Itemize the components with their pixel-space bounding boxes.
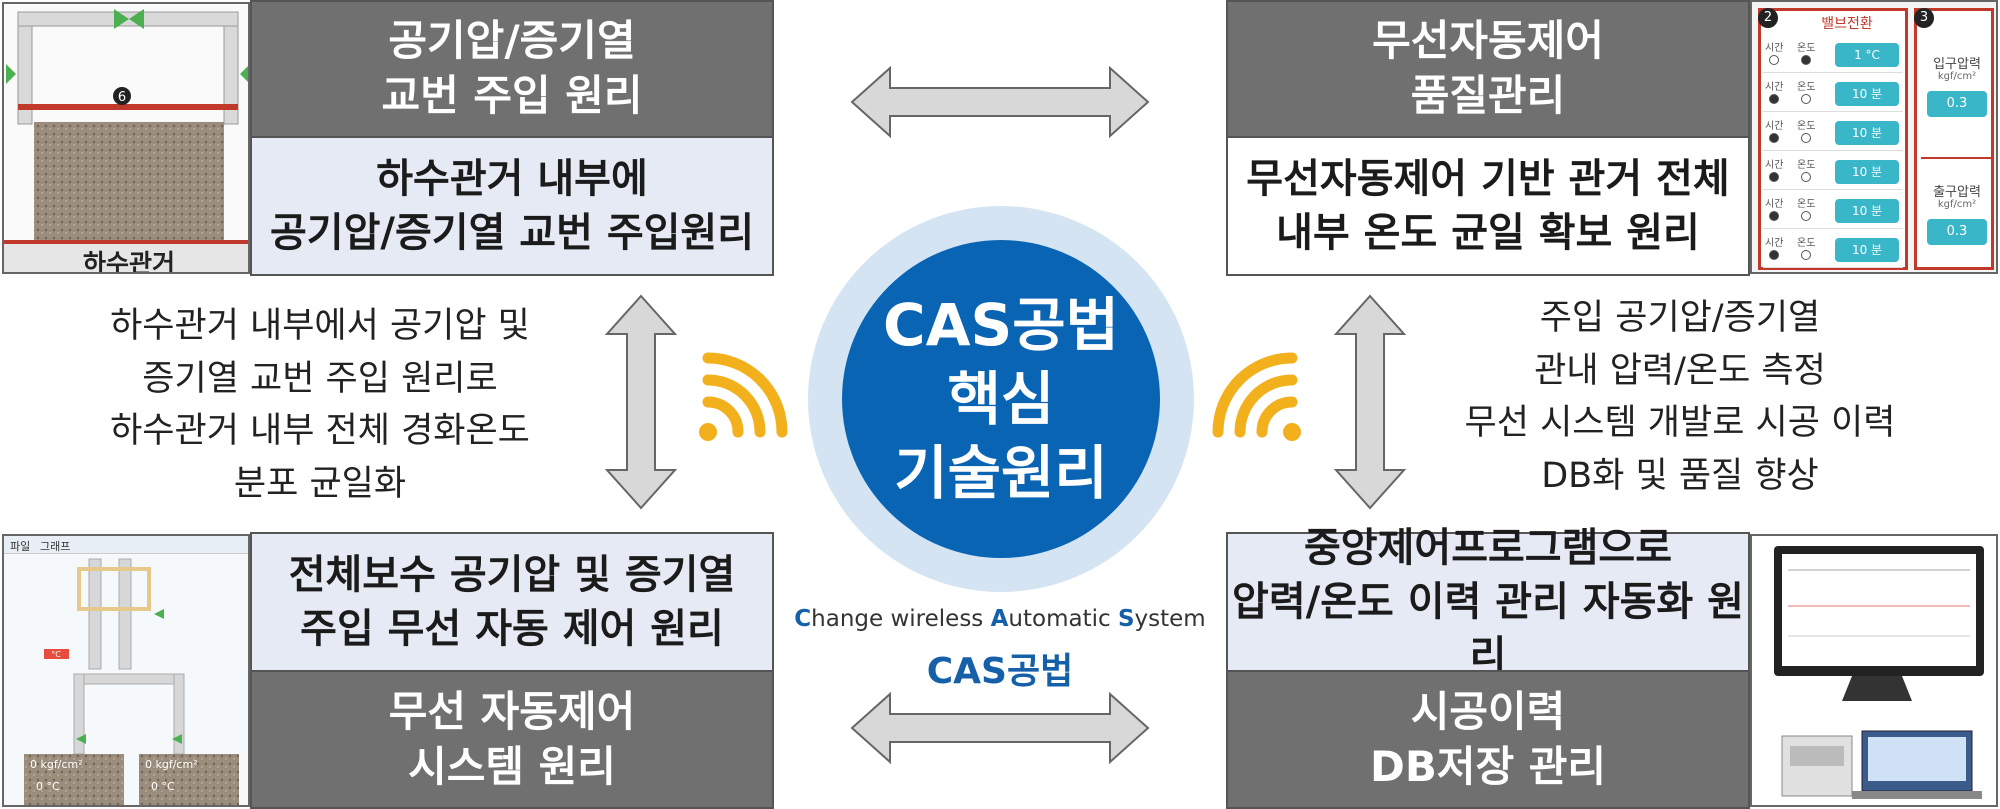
image-label: 하수관거 xyxy=(82,249,175,274)
panel-title: 밸브전환 xyxy=(1821,16,1873,32)
bottom-left-header: 전체보수 공기압 및 증기열 주입 무선 자동 제어 원리 xyxy=(250,532,774,672)
bottom-right-header: 중앙제어프로그램으로 압력/온도 이력 관리 자동화 원리 xyxy=(1226,525,1750,679)
top-right-body: 무선자동제어 기반 관거 전체 내부 온도 균일 확보 원리 xyxy=(1226,136,1750,276)
time-radio[interactable] xyxy=(1769,55,1779,65)
valve-switch-row: 시간 온도 10 분 xyxy=(1763,232,1903,268)
right-description: 주입 공기압/증기열 관내 압력/온도 측정 무선 시스템 개발로 시공 이력 … xyxy=(1464,298,1896,496)
menu-file: 파일 xyxy=(10,540,31,553)
temperature-option-label: 온도 xyxy=(1797,82,1816,93)
left-double-arrow xyxy=(604,294,678,510)
right-temperature-reading: 0 °C xyxy=(151,780,175,793)
monitor-server-image xyxy=(1750,534,1998,807)
setting-value-button[interactable]: 10 분 xyxy=(1835,238,1899,262)
temperature-option-label: 온도 xyxy=(1797,199,1816,210)
top-double-arrow xyxy=(850,65,1150,139)
right-double-arrow xyxy=(1333,294,1407,510)
valve-switch-row: 시간 온도 10 분 xyxy=(1763,115,1903,151)
inlet-pressure-value: 0.3 xyxy=(1927,91,1987,117)
full-name-rest-2: utomatic xyxy=(1008,606,1118,632)
temperature-radio[interactable] xyxy=(1801,172,1811,182)
valve-icon xyxy=(114,9,144,29)
valve-switch-row: 시간 온도 1 °C xyxy=(1763,37,1903,73)
wireless-screen-image: 파일 그래프 °C 0 kgf/cm² 0 °C 0 kgf/cm² 0 °C xyxy=(2,534,250,807)
time-option-label: 시간 xyxy=(1765,82,1784,93)
full-name-rest-1: hange wireless xyxy=(811,606,991,632)
sewer-pipe-illustration: 6 xyxy=(4,4,248,272)
inlet-pressure-label: 입구압력 xyxy=(1933,57,1981,72)
center-title: CAS공법 핵심 기술원리 xyxy=(842,240,1160,558)
pressure-panel: 3 입구압력 kgf/cm² 0.3 출구압력 kgf/cm² 0.3 xyxy=(1914,8,1994,270)
top-right-header: 무선자동제어 품질관리 xyxy=(1226,0,1750,138)
top-left-header: 공기압/증기열 교번 주입 원리 xyxy=(250,0,774,138)
panel-number-badge: 2 xyxy=(1758,8,1778,28)
outlet-unit: kgf/cm² xyxy=(1937,199,1977,210)
outlet-pressure-value: 0.3 xyxy=(1927,219,1987,245)
setting-value-button[interactable]: 10 분 xyxy=(1835,160,1899,184)
time-radio[interactable] xyxy=(1769,172,1779,182)
valve-switch-row: 시간 온도 10 분 xyxy=(1763,193,1903,229)
svg-text:6: 6 xyxy=(118,90,126,105)
temperature-option-label: 온도 xyxy=(1797,43,1816,54)
full-name-a: A xyxy=(990,606,1009,632)
full-name-c: C xyxy=(794,606,812,632)
top-left-body: 하수관거 내부에 공기압/증기열 교번 주입원리 xyxy=(250,136,774,276)
panel-number-badge: 3 xyxy=(1914,8,1934,28)
valve-switch-row: 시간 온도 10 분 xyxy=(1763,76,1903,112)
wifi-icon-right xyxy=(1212,352,1301,441)
outlet-pressure-label: 출구압력 xyxy=(1933,185,1981,200)
setting-value-button[interactable]: 1 °C xyxy=(1835,43,1899,67)
bottom-right-footer: 시공이력 DB저장 관리 xyxy=(1226,670,1750,809)
full-name-rest-3: ystem xyxy=(1134,606,1206,632)
left-pressure-reading: 0 kgf/cm² xyxy=(30,758,83,771)
inlet-unit: kgf/cm² xyxy=(1937,71,1977,82)
valve-switch-row: 시간 온도 10 분 xyxy=(1763,154,1903,190)
temperature-radio[interactable] xyxy=(1801,133,1811,143)
svg-text:°C: °C xyxy=(51,650,61,659)
time-radio[interactable] xyxy=(1769,94,1779,104)
time-option-label: 시간 xyxy=(1765,199,1784,210)
left-description: 하수관거 내부에서 공기압 및 증기열 교번 주입 원리로 하수관거 내부 전체… xyxy=(110,306,530,504)
sewer-pipe-image: 6 하수관거 xyxy=(2,2,250,274)
setting-value-button[interactable]: 10 분 xyxy=(1835,121,1899,145)
monitor-icon xyxy=(1774,546,1984,799)
time-option-label: 시간 xyxy=(1765,160,1784,171)
setting-value-button[interactable]: 10 분 xyxy=(1835,199,1899,223)
time-radio[interactable] xyxy=(1769,211,1779,221)
temperature-option-label: 온도 xyxy=(1797,238,1816,249)
bottom-double-arrow xyxy=(850,691,1150,765)
time-option-label: 시간 xyxy=(1765,43,1784,54)
full-name-s: S xyxy=(1117,606,1135,632)
temperature-option-label: 온도 xyxy=(1797,121,1816,132)
temperature-radio[interactable] xyxy=(1801,250,1811,260)
cas-method-label: CAS공법 xyxy=(926,651,1074,692)
pipe-schematic: °C xyxy=(24,558,239,805)
bottom-left-footer: 무선 자동제어 시스템 원리 xyxy=(250,670,774,809)
time-radio[interactable] xyxy=(1769,250,1779,260)
cas-full-name: Change wireless Automatic System xyxy=(770,606,1230,632)
left-temperature-reading: 0 °C xyxy=(36,780,60,793)
menu-graph: 그래프 xyxy=(40,540,71,553)
time-option-label: 시간 xyxy=(1765,238,1784,249)
temperature-radio[interactable] xyxy=(1801,94,1811,104)
right-pressure-reading: 0 kgf/cm² xyxy=(145,758,198,771)
wifi-icon-left xyxy=(699,352,788,441)
time-option-label: 시간 xyxy=(1765,121,1784,132)
temperature-radio[interactable] xyxy=(1801,211,1811,221)
temperature-option-label: 온도 xyxy=(1797,160,1816,171)
time-radio[interactable] xyxy=(1769,133,1779,143)
temperature-radio[interactable] xyxy=(1801,55,1811,65)
setting-value-button[interactable]: 10 분 xyxy=(1835,82,1899,106)
